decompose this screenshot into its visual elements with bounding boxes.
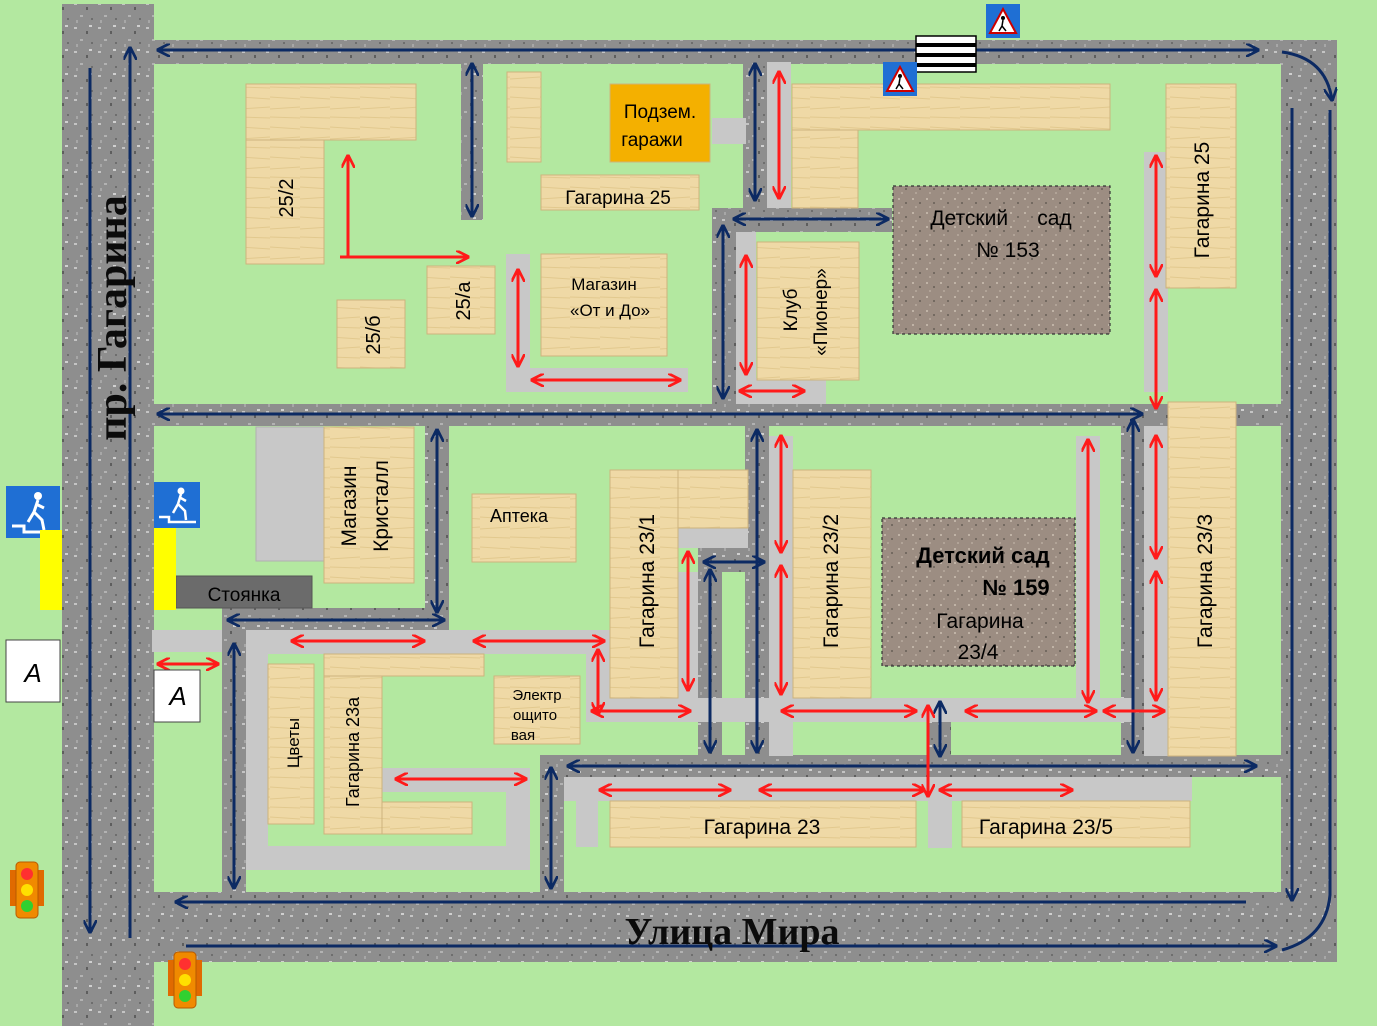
bus-stop-marking-right	[154, 528, 176, 610]
label-kindergarten-153-1: Детский сад	[930, 207, 1071, 230]
underground-garage	[609, 83, 711, 163]
label-25-2: 25/2	[276, 179, 298, 218]
bus-stop-letter-left: А	[22, 658, 41, 688]
traffic-light-icon	[10, 861, 44, 919]
label-electric-1: Электр	[512, 687, 561, 704]
pedestrian-underpass-sign-icon	[6, 486, 60, 538]
pedestrian-crossing-sign-icon	[883, 62, 917, 96]
bus-stop-sign-right: А	[153, 669, 201, 723]
label-garage-2: гаражи	[621, 130, 683, 151]
label-kindergarten-159-2: № 159	[982, 575, 1049, 600]
label-kristall-1: Магазин	[338, 465, 361, 546]
building-top-right-wing	[791, 129, 859, 209]
avenue-gagarina	[62, 4, 154, 1026]
label-shop-otido-2: «От и До»	[570, 301, 650, 320]
label-kristall-2: Кристалл	[370, 460, 393, 552]
label-kindergarten-159-3: Гагарина	[936, 610, 1024, 633]
building-23-3	[1167, 401, 1237, 757]
label-23-2: Гагарина 23/2	[820, 514, 843, 648]
street-label-mira: Улица Мира	[624, 911, 839, 953]
building-small-top	[506, 71, 542, 163]
label-gagarina-25-right: Гагарина 25	[1191, 142, 1214, 259]
label-kindergarten-153-2: № 153	[976, 239, 1039, 262]
building-23a	[323, 675, 383, 835]
building-top-right	[791, 83, 1111, 131]
traffic-arrows	[158, 50, 1332, 950]
kindergarten-159	[881, 517, 1076, 667]
street-label-gagarina: пр. Гагарина	[90, 195, 136, 440]
label-gagarina-25-small: Гагарина 25	[565, 188, 671, 209]
top-road	[152, 40, 1282, 64]
electrical-substation	[493, 675, 581, 745]
bus-stop-marking-left	[40, 530, 62, 610]
label-23-5: Гагарина 23/5	[979, 816, 1113, 839]
zebra-crossing-icon	[915, 35, 977, 73]
building-25-2	[245, 139, 325, 265]
building-23-5	[961, 800, 1191, 848]
building-23a-top	[323, 653, 485, 677]
label-23: Гагарина 23	[704, 816, 821, 839]
pedestrian-underpass-sign-icon	[154, 482, 200, 528]
label-flowers: Цветы	[284, 718, 303, 768]
label-electric-2: ощито	[513, 707, 557, 724]
parking-lot	[175, 575, 313, 609]
label-23-3: Гагарина 23/3	[1194, 514, 1217, 648]
label-23a: Гагарина 23а	[343, 696, 363, 807]
building-23a-wing	[381, 801, 473, 835]
label-kindergarten-159-1: Детский сад	[916, 543, 1050, 568]
club-pioner	[756, 241, 860, 381]
bus-stop-letter-right: А	[167, 681, 186, 711]
pharmacy	[471, 493, 577, 563]
label-garage-1: Подзем.	[624, 102, 696, 123]
label-parking: Стоянка	[208, 585, 281, 606]
building-23	[609, 800, 917, 848]
building-23-1	[609, 469, 679, 699]
grey-building	[255, 426, 325, 562]
label-25b: 25/б	[363, 315, 385, 354]
building-labels: 25/2 25/а 25/б Подзем. гаражи Гагарина 2…	[208, 102, 1217, 839]
building-25-2-top	[245, 83, 417, 141]
label-23-1: Гагарина 23/1	[636, 514, 659, 648]
traffic-light-icon	[168, 951, 202, 1009]
pedestrian-crossing-sign-icon	[986, 4, 1020, 38]
right-road	[1281, 40, 1337, 962]
building-23-2	[792, 469, 872, 699]
label-electric-3: вая	[511, 727, 535, 744]
flowers-shop	[267, 663, 315, 825]
building-gagarina-25	[1165, 83, 1237, 289]
kindergarten-153	[892, 185, 1111, 335]
label-club-2: «Пионер»	[811, 268, 832, 356]
shop-ot-i-do	[540, 253, 668, 357]
building-23-1-wing	[677, 469, 749, 529]
building-25a	[426, 265, 496, 335]
label-kindergarten-159-4: 23/4	[958, 641, 999, 664]
label-shop-otido-1: Магазин	[571, 275, 637, 294]
building-gagarina-25-small	[540, 174, 700, 211]
label-club-1: Клуб	[781, 289, 802, 332]
label-pharmacy: Аптека	[490, 506, 549, 526]
building-25b	[336, 299, 406, 369]
bottom-road	[152, 892, 1337, 962]
shop-kristall	[323, 426, 415, 584]
bus-stop-sign-left: А	[5, 639, 61, 703]
buildings	[175, 71, 1237, 848]
label-25a: 25/а	[453, 281, 475, 321]
pedestrian-route-arrows	[158, 72, 1164, 796]
